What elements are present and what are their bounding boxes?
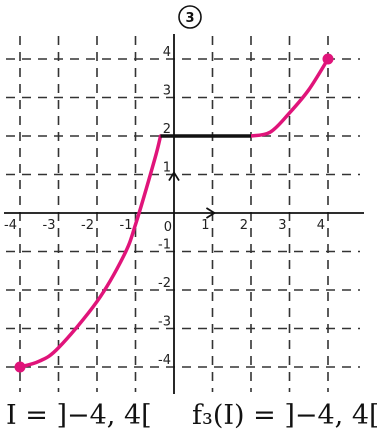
range-caption: f₃(I) = ]−4, 4[ bbox=[192, 400, 377, 431]
x-tick-label: -3 bbox=[43, 218, 56, 233]
x-tick-label: -2 bbox=[81, 218, 94, 233]
x-tick-label: 3 bbox=[278, 218, 286, 233]
y-tick-label: 3 bbox=[163, 84, 171, 99]
y-tick-label: -2 bbox=[158, 276, 171, 291]
y-tick-label: -1 bbox=[158, 238, 171, 253]
axes bbox=[4, 34, 364, 394]
x-tick-label: -1 bbox=[120, 218, 133, 233]
x-tick-label: 2 bbox=[240, 218, 248, 233]
circled-number-badge: 3 bbox=[178, 5, 202, 29]
y-tick-label: 2 bbox=[163, 122, 171, 137]
tick-labels: -4 -3 -2 -1 0 1 2 3 4 -4 -3 -2 -1 1 2 3 4 bbox=[4, 45, 325, 368]
y-tick-label: 1 bbox=[163, 161, 171, 176]
curve-right-arc bbox=[249, 57, 330, 138]
x-tick-label: 1 bbox=[201, 218, 209, 233]
badge-number: 3 bbox=[185, 11, 194, 26]
y-tick-label: -3 bbox=[158, 315, 171, 330]
x-tick-label: 0 bbox=[164, 220, 172, 235]
y-axis-arrow-icon bbox=[168, 170, 180, 182]
endpoint-left-dot bbox=[14, 361, 26, 373]
y-tick-label: 4 bbox=[163, 45, 171, 60]
badge-circle bbox=[178, 5, 202, 29]
x-axis-arrow-icon bbox=[205, 207, 217, 219]
y-tick-label: -4 bbox=[158, 353, 171, 368]
curve bbox=[14, 53, 334, 373]
curve-left-arc bbox=[18, 134, 163, 369]
endpoint-right-dot bbox=[322, 53, 334, 65]
domain-caption: I = ]−4, 4[ bbox=[6, 400, 152, 431]
x-tick-label: -4 bbox=[4, 218, 17, 233]
x-tick-label: 4 bbox=[317, 218, 325, 233]
